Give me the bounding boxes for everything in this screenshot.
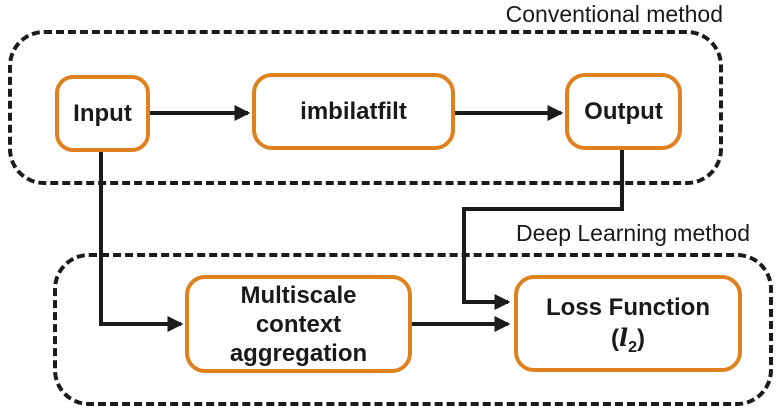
loss-l-symbol: l <box>618 323 629 352</box>
node-output: Output <box>565 73 682 150</box>
node-input-label: Input <box>73 99 132 127</box>
node-input: Input <box>55 75 150 152</box>
conventional-method-label: Conventional method <box>505 1 723 27</box>
loss-paren-close: ) <box>637 325 646 352</box>
node-output-label: Output <box>584 97 663 125</box>
arrow-input-to-multiscale <box>99 150 184 332</box>
node-multiscale-label-line3: aggregation <box>229 339 368 367</box>
node-loss-title: Loss Function <box>546 294 710 321</box>
node-multiscale-label-line1: Multiscale <box>240 281 357 309</box>
arrow-output-to-loss <box>462 150 624 310</box>
node-imbilatfilt-label: imbilatfilt <box>300 97 407 125</box>
deep-learning-method-label: Deep Learning method <box>516 220 750 246</box>
node-imbilatfilt: imbilatfilt <box>252 73 455 150</box>
node-multiscale-context-aggregation: Multiscale context aggregation <box>185 275 412 373</box>
node-loss-norm: (l2) <box>610 323 646 356</box>
node-multiscale-label-line2: context <box>255 310 342 338</box>
node-loss-function: Loss Function (l2) <box>514 275 742 372</box>
loss-paren-open: ( <box>610 325 619 352</box>
loss-subscript: 2 <box>628 338 638 356</box>
deep-learning-method-region <box>53 253 773 406</box>
conventional-method-region <box>8 30 723 185</box>
